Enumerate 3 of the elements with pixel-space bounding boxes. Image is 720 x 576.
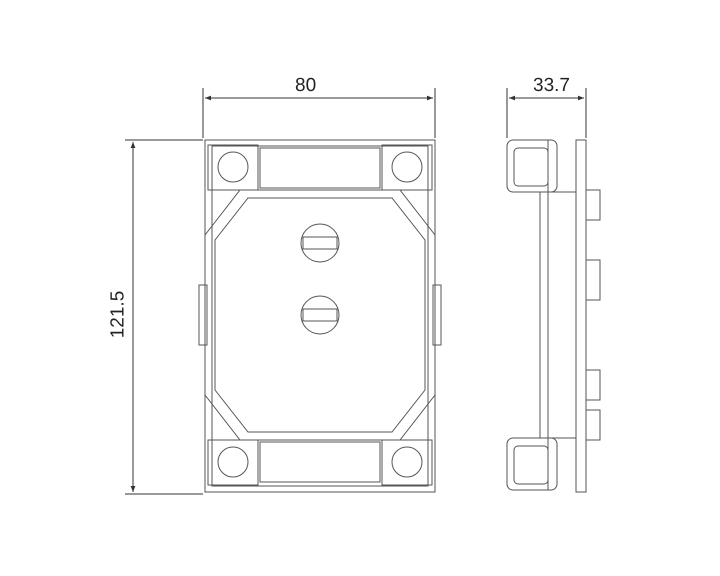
dimension-label: 33.7 [533,76,570,95]
dimension-label: 80 [295,76,316,95]
dimension-label: 121.5 [108,290,128,338]
